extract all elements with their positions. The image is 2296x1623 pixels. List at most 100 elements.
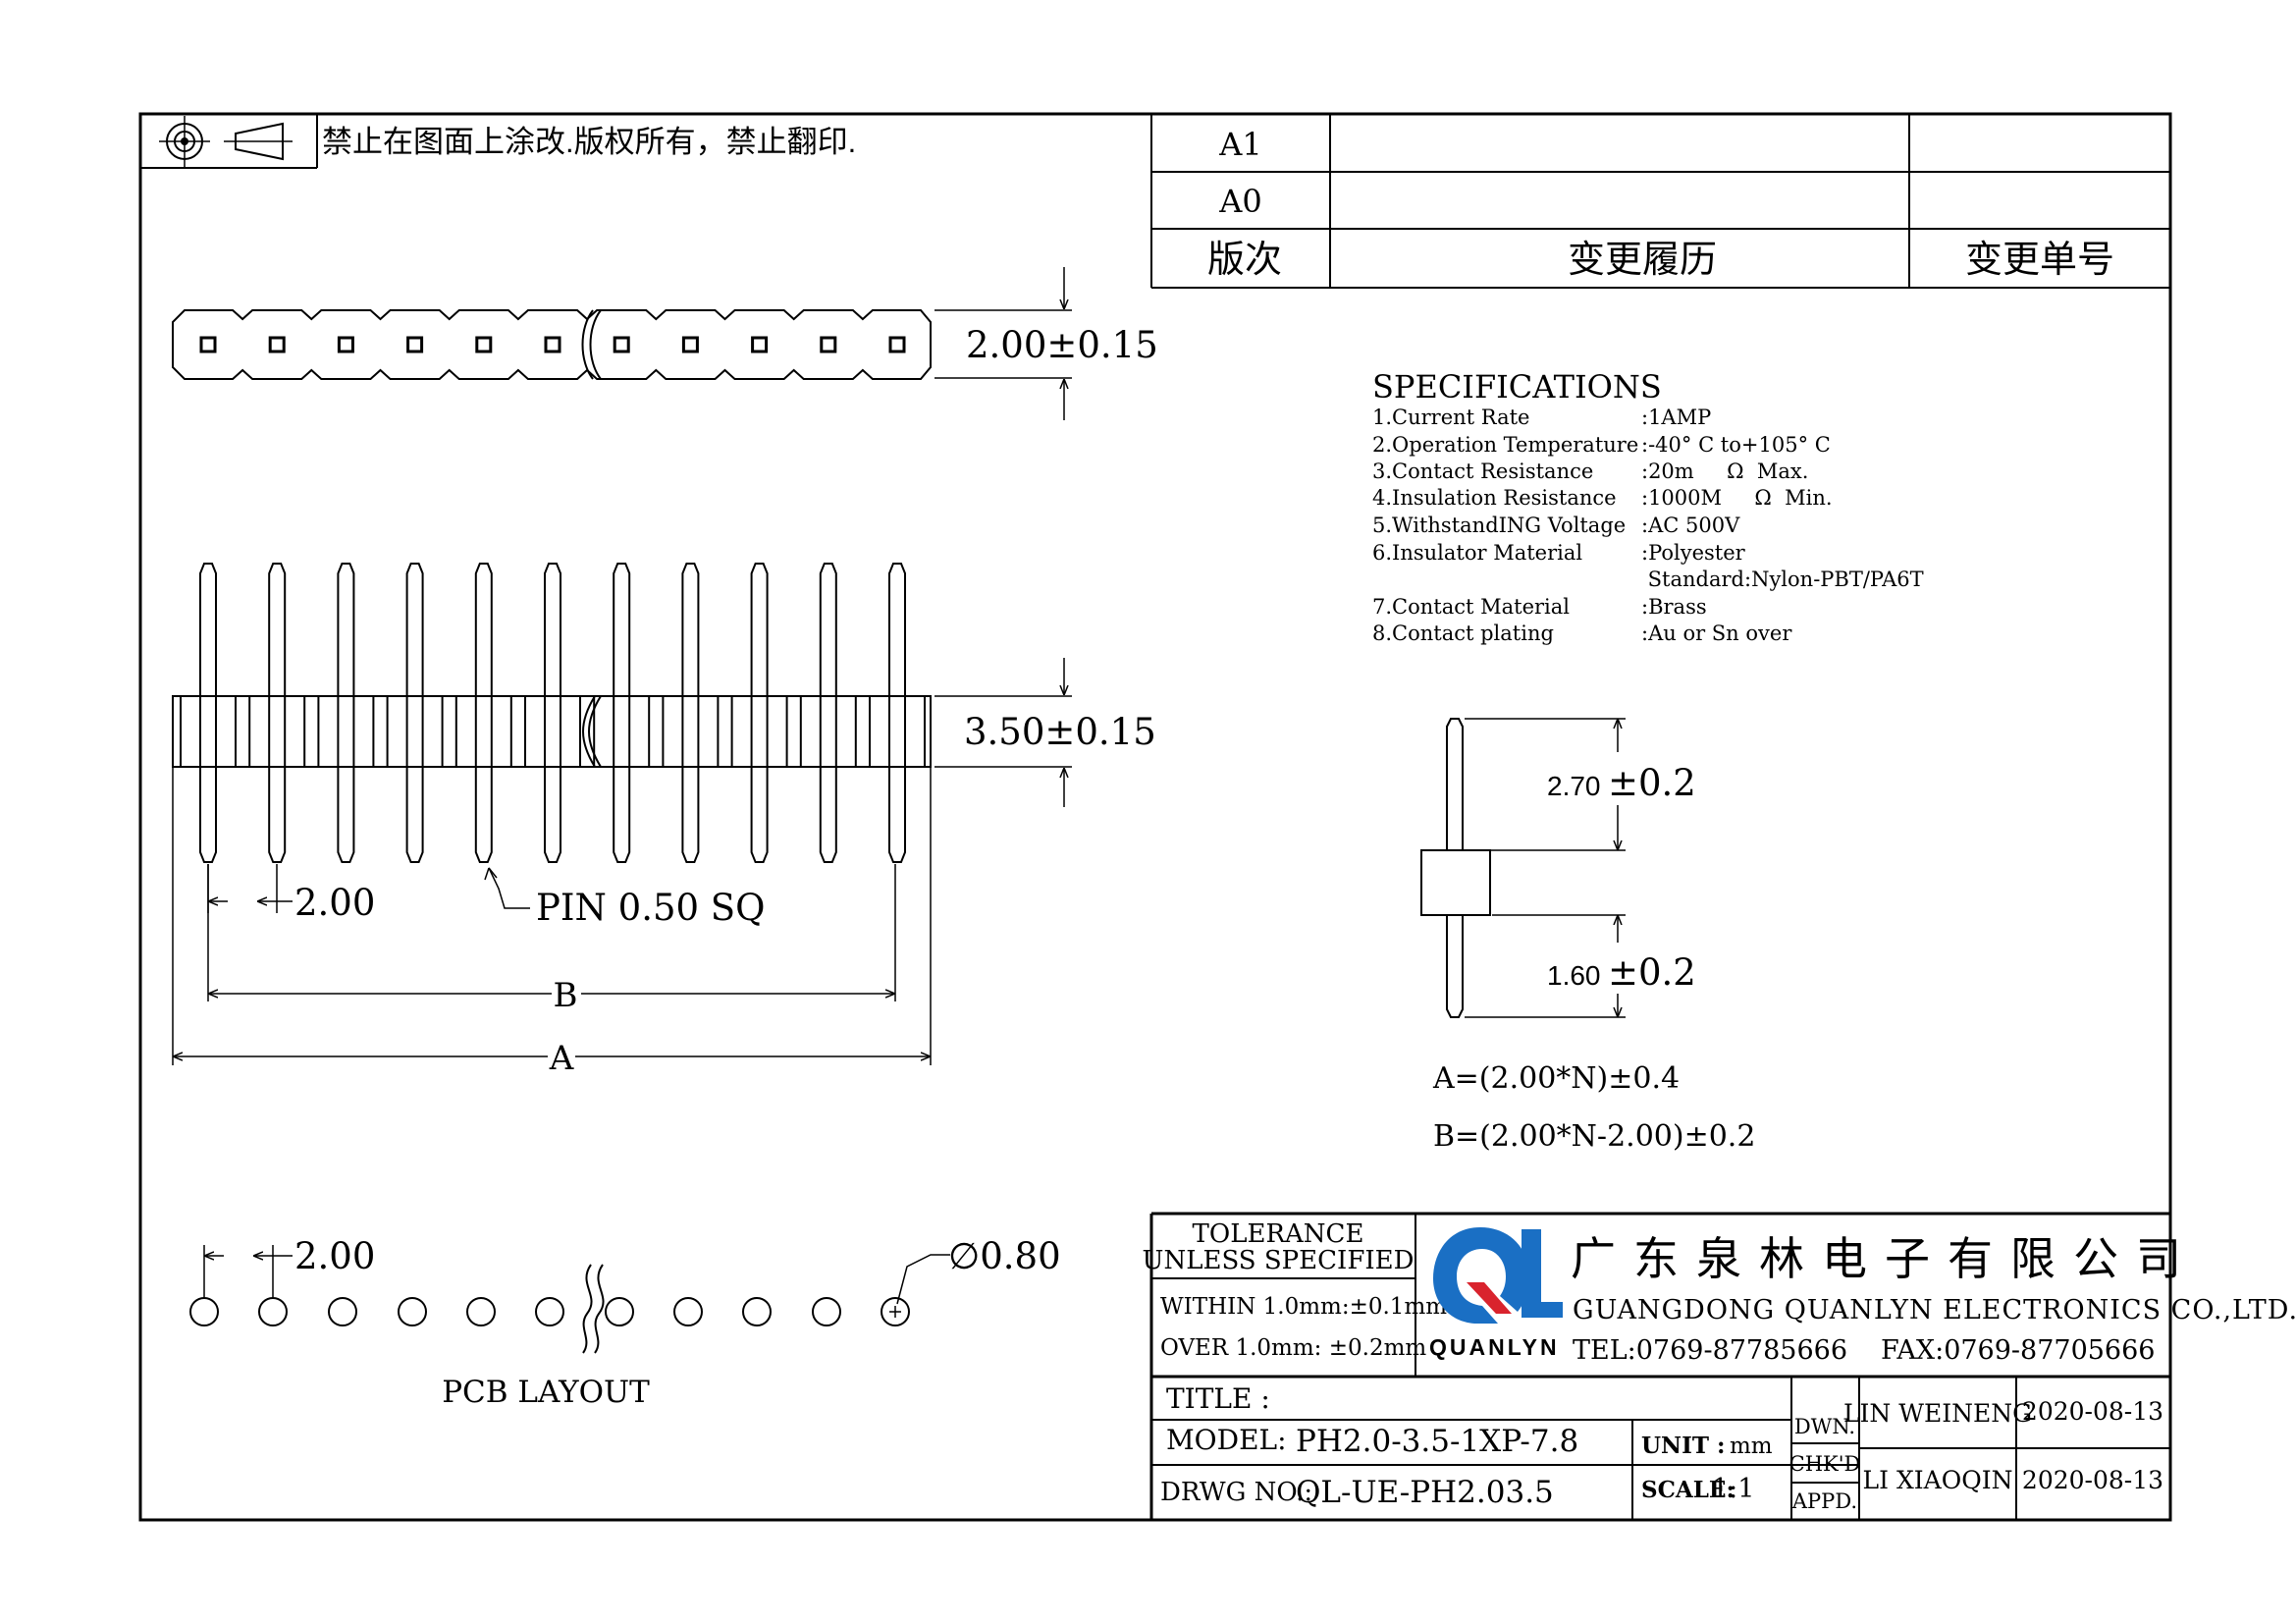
top-view-pin-6 <box>544 336 561 353</box>
drwg-value: QL-UE-PH2.03.5 <box>1296 1475 1554 1510</box>
company-name-cn: 广东泉林电子有限公司 <box>1571 1233 2199 1284</box>
pcb-layout: 2.00 ∅0.80 PCB LAYOUT <box>189 1235 1061 1410</box>
dim-a-label: A <box>549 1039 574 1078</box>
front-pitch-dim: 2.00 <box>294 882 375 924</box>
front-view: 3.50±0.15 2.00 PIN 0.50 SQ B A <box>172 563 1156 1078</box>
housing-segment-2 <box>248 696 306 767</box>
drawn-date: 2020-08-13 <box>2022 1397 2163 1426</box>
housing-segment-1 <box>180 696 237 767</box>
drwg-label: DRWG NO.: <box>1160 1478 1312 1507</box>
front-view-pin-2 <box>268 563 287 863</box>
spec-label-1: 1.Current Rate <box>1372 406 1529 429</box>
top-view: 2.00±0.15 <box>172 267 1158 420</box>
logo-wordmark: QUANLYN <box>1429 1334 1560 1360</box>
front-view-pin-9 <box>750 563 769 863</box>
spec-label-8: 7.Contact Material <box>1372 595 1570 619</box>
housing-segment-4 <box>386 696 444 767</box>
pcb-hole-2 <box>258 1297 288 1326</box>
side-lower-dim: 1.60 <box>1547 960 1601 991</box>
spec-value-7: Standard:Nylon-PBT/PA6T <box>1641 568 1924 591</box>
side-lower-tol: ±0.2 <box>1608 951 1696 994</box>
spec-value-2: :-40° C to+105° C <box>1641 433 1831 457</box>
appd-label: APPD. <box>1791 1489 1857 1513</box>
front-view-pin-7 <box>613 563 631 863</box>
spec-label-3: 3.Contact Resistance <box>1372 460 1593 483</box>
spec-label-9: 8.Contact plating <box>1372 622 1554 645</box>
pcb-hole-6 <box>535 1297 564 1326</box>
drawn-by: LIN WEINENG <box>1843 1399 2032 1428</box>
header-notice: 禁止在图面上涂改.版权所有，禁止翻印. <box>140 114 856 169</box>
housing-segment-11 <box>869 696 926 767</box>
rev-header-change-no: 变更单号 <box>1965 240 2114 281</box>
spec-value-3: :20m Ω Max. <box>1641 460 1808 483</box>
revision-table: A1 A0 版次 变更履历 变更单号 <box>1150 114 2170 289</box>
company-tel: TEL:0769-87785666 <box>1573 1335 1847 1366</box>
pcb-hole-9 <box>742 1297 772 1326</box>
pcb-hole-5 <box>466 1297 496 1326</box>
top-view-pin-9 <box>751 336 769 353</box>
front-view-pin-10 <box>819 563 837 863</box>
front-view-pin-11 <box>888 563 906 863</box>
company-fax: FAX:0769-87705666 <box>1881 1335 2155 1366</box>
top-view-pin-3 <box>337 336 354 353</box>
third-angle-projection-icon <box>159 116 293 167</box>
rev-header-version: 版次 <box>1207 240 1282 281</box>
top-view-break <box>581 309 602 380</box>
checked-date: 2020-08-13 <box>2022 1466 2163 1494</box>
chkd-label: CHK'D <box>1789 1452 1861 1476</box>
housing-segment-7 <box>593 696 651 767</box>
pcb-hole-3 <box>328 1297 357 1326</box>
spec-value-4: :1000M Ω Min. <box>1641 486 1833 510</box>
front-view-pin-8 <box>681 563 700 863</box>
top-view-pin-11 <box>888 336 906 353</box>
pin-size-note: PIN 0.50 SQ <box>536 887 765 929</box>
spec-label-5: 5.WithstandING Voltage <box>1372 514 1626 537</box>
top-view-height-dim: 2.00±0.15 <box>966 324 1158 366</box>
front-view-pin-5 <box>474 563 493 863</box>
unit-label: UNIT : <box>1641 1433 1725 1459</box>
top-view-pin-5 <box>475 336 493 353</box>
spec-value-6: :Polyester <box>1641 541 1746 565</box>
pcb-pitch-dim: 2.00 <box>294 1235 375 1277</box>
scale-label: SCALE: <box>1641 1477 1735 1503</box>
top-view-pin-1 <box>199 336 217 353</box>
housing-segment-5 <box>454 696 512 767</box>
spec-title: SPECIFICATIONS <box>1372 368 1662 406</box>
top-view-pin-4 <box>406 336 424 353</box>
front-view-pin-1 <box>199 563 217 863</box>
tolerance-title-2: UNLESS SPECIFIED <box>1143 1246 1415 1275</box>
pcb-layout-title: PCB LAYOUT <box>442 1375 650 1410</box>
top-view-pin-8 <box>681 336 699 353</box>
scale-value: 1:1 <box>1712 1474 1754 1504</box>
company-name-en: GUANGDONG QUANLYN ELECTRONICS CO.,LTD. <box>1573 1295 2296 1325</box>
spec-value-9: :Au or Sn over <box>1641 622 1792 645</box>
housing-segment-10 <box>799 696 857 767</box>
pcb-hole-10 <box>812 1297 841 1326</box>
copyright-notice: 禁止在图面上涂改.版权所有，禁止翻印. <box>322 125 856 159</box>
model-value: PH2.0-3.5-1XP-7.8 <box>1296 1424 1578 1459</box>
tolerance-title-1: TOLERANCE <box>1193 1219 1364 1249</box>
rev-version-1: A1 <box>1218 126 1261 163</box>
formula-a: A=(2.00*N)±0.4 <box>1432 1061 1680 1096</box>
pcb-hole-8 <box>673 1297 703 1326</box>
front-view-pin-6 <box>544 563 561 863</box>
pcb-hole-1 <box>189 1297 219 1326</box>
housing-segment-8 <box>662 696 720 767</box>
spec-value-8: :Brass <box>1641 595 1707 619</box>
sheet-border <box>138 112 2172 1522</box>
side-upper-dim: 2.70 <box>1547 771 1601 801</box>
tolerance-within: WITHIN 1.0mm:±0.1mm <box>1160 1294 1447 1320</box>
model-label: MODEL: <box>1166 1424 1287 1456</box>
checked-by: LI XIAOQIN <box>1863 1466 2013 1494</box>
top-view-pin-10 <box>820 336 837 353</box>
pcb-hole-4 <box>398 1297 427 1326</box>
tolerance-over: OVER 1.0mm: ±0.2mm <box>1160 1335 1426 1361</box>
spec-value-5: :AC 500V <box>1641 514 1740 537</box>
rev-header-history: 变更履历 <box>1568 240 1717 281</box>
top-view-pin-2 <box>268 336 286 353</box>
pcb-hole-7 <box>605 1297 634 1326</box>
housing-segment-9 <box>730 696 788 767</box>
company-logo: QUANLYN <box>1429 1227 1563 1360</box>
side-upper-tol: ±0.2 <box>1608 762 1696 804</box>
